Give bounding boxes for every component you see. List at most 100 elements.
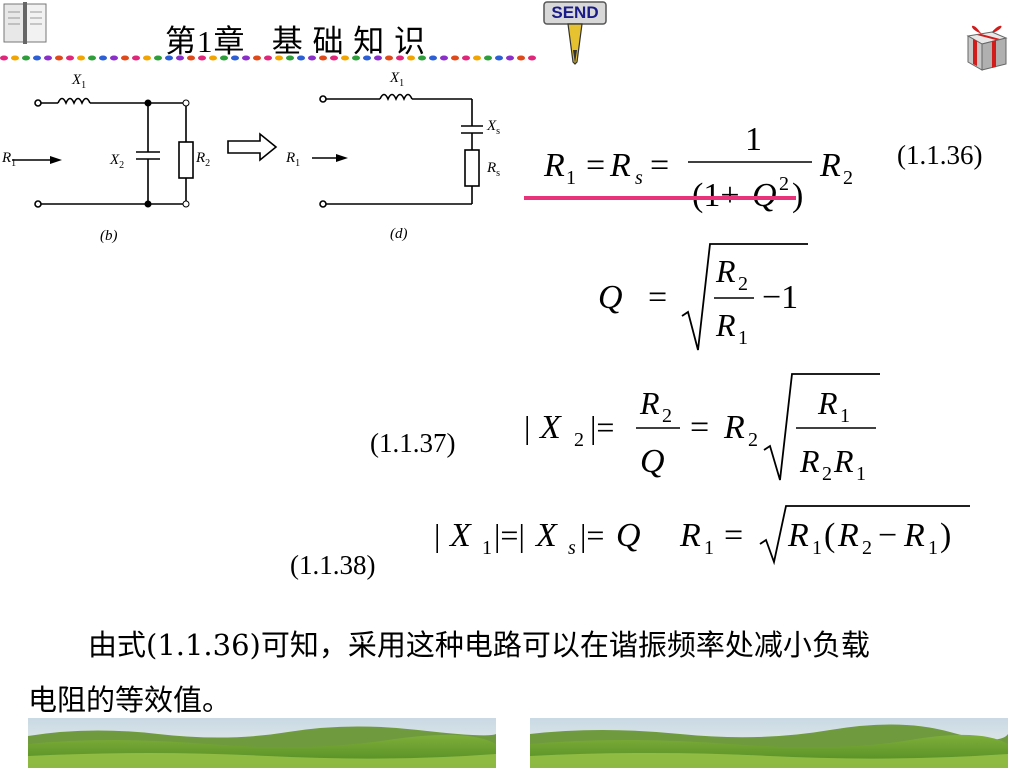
svg-text:|=: |= [580, 517, 604, 553]
divider-dot [517, 55, 525, 61]
svg-text:R: R [787, 517, 809, 554]
divider-dot [286, 55, 294, 61]
svg-text:R: R [609, 147, 631, 184]
equation-label-1-1-37: (1.1.37) [370, 428, 456, 458]
xs-sub: s [496, 126, 501, 137]
send-label: SEND [551, 3, 599, 22]
svg-text:s: s [568, 537, 576, 559]
r1-label: R [2, 150, 12, 166]
svg-text:): ) [792, 177, 803, 214]
divider-dot [231, 55, 239, 61]
xs-label: X [487, 118, 497, 134]
svg-text:−1: −1 [762, 279, 798, 316]
circuit-diagram-b: X1 X2 R2 R1 (b) [0, 66, 230, 256]
x1-label: X [72, 72, 82, 88]
divider-dot [297, 55, 305, 61]
divider-dot [473, 55, 481, 61]
divider-dot [308, 55, 316, 61]
svg-text:R: R [639, 385, 660, 421]
x1-sub: 1 [399, 78, 405, 89]
svg-text:(1+: (1+ [692, 177, 740, 214]
svg-text:R: R [819, 147, 841, 184]
gift-icon[interactable] [962, 18, 1012, 73]
divider-dot [352, 55, 360, 61]
svg-text:1: 1 [812, 537, 822, 559]
svg-text:R: R [723, 409, 745, 446]
svg-text:=: = [724, 517, 743, 554]
rs-label: R [487, 160, 497, 176]
svg-text:|=|: |=| [494, 517, 525, 553]
svg-text:R: R [903, 517, 925, 554]
rs-sub: s [496, 168, 501, 179]
divider-dot [407, 55, 415, 61]
r1-sub: 1 [11, 158, 17, 169]
svg-text:1: 1 [840, 405, 850, 427]
divider-dot [77, 55, 85, 61]
r1-sub: 1 [295, 158, 301, 169]
svg-text:Q: Q [752, 177, 777, 214]
svg-text:1: 1 [566, 167, 576, 189]
circuit-diagram-d: X1 Xs Rs R1 (d) [280, 66, 520, 256]
divider-dot [121, 55, 129, 61]
svg-text:2: 2 [862, 537, 872, 559]
equation-1-1-38: | X 1 |=| X s |= Q R 1 = R 1 ( R 2 − R 1… [430, 500, 980, 570]
divider-dot [440, 55, 448, 61]
divider-dot [495, 55, 503, 61]
divider-dot [33, 55, 41, 61]
divider-dot [429, 55, 437, 61]
svg-text:R: R [679, 517, 701, 554]
svg-text:=: = [690, 409, 709, 446]
svg-text:1: 1 [482, 537, 492, 559]
divider-dot [528, 55, 536, 61]
equation-label-1-1-36: (1.1.36) [897, 140, 983, 170]
x1-label: X [390, 70, 400, 86]
transform-arrow-icon [226, 132, 278, 162]
divider-dot [0, 55, 8, 61]
svg-text:1: 1 [856, 463, 866, 485]
divider-dot [22, 55, 30, 61]
header-divider [0, 50, 540, 61]
svg-text:2: 2 [843, 167, 853, 189]
equation-1-1-36: R 1 = R s = 1 (1+ Q 2 ) R 2 [540, 110, 880, 220]
book-icon [0, 0, 52, 48]
divider-dot [132, 55, 140, 61]
divider-dot [341, 55, 349, 61]
svg-text:=: = [650, 147, 669, 184]
svg-text:1: 1 [738, 327, 748, 349]
divider-dot [253, 55, 261, 61]
divider-dot [319, 55, 327, 61]
divider-dot [198, 55, 206, 61]
equation-q: Q = R 2 R 1 −1 [590, 236, 820, 356]
svg-text:R: R [837, 517, 859, 554]
svg-text:R: R [543, 147, 565, 184]
r2-label: R [196, 150, 206, 166]
page-title: 第1章 基 础 知 识 [165, 24, 426, 59]
divider-dot [506, 55, 514, 61]
divider-dot [385, 55, 393, 61]
divider-dot [143, 55, 151, 61]
divider-dot [363, 55, 371, 61]
svg-text:1: 1 [928, 537, 938, 559]
divider-dot [330, 55, 338, 61]
divider-dot [55, 55, 63, 61]
svg-text:1: 1 [745, 121, 762, 158]
divider-dot [209, 55, 217, 61]
divider-dot [110, 55, 118, 61]
x2-sub: 2 [119, 160, 125, 171]
svg-text:): ) [940, 517, 951, 554]
divider-dot [264, 55, 272, 61]
svg-text:R: R [817, 385, 838, 421]
paragraph-line-2: 电阻的等效值。 [28, 683, 232, 717]
divider-dot [44, 55, 52, 61]
divider-dot [462, 55, 470, 61]
divider-dot [418, 55, 426, 61]
svg-text:=: = [586, 147, 605, 184]
svg-text:X: X [448, 517, 472, 554]
divider-dot [484, 55, 492, 61]
svg-text:|: | [524, 409, 530, 445]
divider-dot [451, 55, 459, 61]
paragraph-line-1: 由式(1.1.36)可知，采用这种电路可以在谐振频率处减小负载 [88, 628, 870, 662]
svg-text:2: 2 [779, 173, 789, 195]
send-button[interactable]: SEND [540, 0, 610, 66]
svg-text:1: 1 [704, 537, 714, 559]
